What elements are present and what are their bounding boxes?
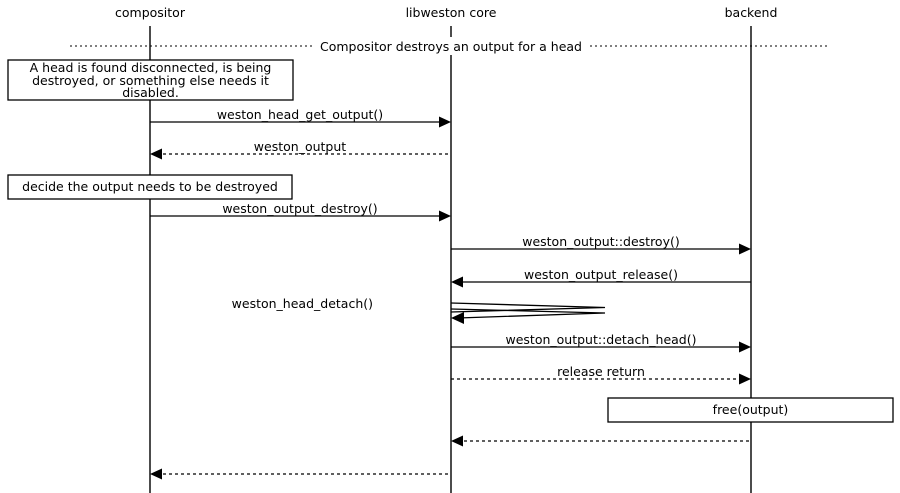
note-head-disconnected-line-3: disabled. xyxy=(122,85,179,100)
note-decide-destroy: decide the output needs to be destroyed xyxy=(7,174,293,200)
message-label-release-return: release return xyxy=(557,364,645,379)
note-free-output-box xyxy=(607,397,894,423)
section-divider: Compositor destroys an output for a head xyxy=(70,37,830,55)
message-label-weston-head-detach: weston_head_detach() xyxy=(232,296,373,311)
arrowhead-left-icon xyxy=(451,435,463,447)
divider-label: Compositor destroys an output for a head xyxy=(320,39,582,54)
note-head-disconnected-line-1: A head is found disconnected, is being xyxy=(30,60,272,75)
arrowhead-right-icon xyxy=(439,210,451,222)
note-head-disconnected-line-2: destroyed, or something else needs it xyxy=(32,73,269,88)
arrowhead-right-icon xyxy=(739,341,751,353)
message-label-weston-output-detach-head: weston_output::detach_head() xyxy=(506,332,697,347)
message-label-weston-head-get-output: weston_head_get_output() xyxy=(217,107,383,122)
message-weston-output-detach-head: weston_output::detach_head() xyxy=(451,332,751,353)
arrowhead-left-icon xyxy=(150,468,162,480)
message-label-weston-output-release: weston_output_release() xyxy=(524,267,678,282)
message-weston-output-return: weston_output xyxy=(150,139,451,160)
message-weston-output-release: weston_output_release() xyxy=(451,267,751,288)
note-free-output: free(output) xyxy=(607,397,894,423)
message-label-weston-output-return: weston_output xyxy=(254,139,346,154)
note-decide-destroy-label: decide the output needs to be destroyed xyxy=(22,179,278,194)
participant-label-backend: backend xyxy=(725,5,778,20)
participant-headers: compositor libweston core backend xyxy=(115,5,777,20)
message-release-return: release return xyxy=(451,364,751,385)
participant-label-libweston-core: libweston core xyxy=(406,5,497,20)
message-label-weston-output-destroy-vfunc: weston_output::destroy() xyxy=(522,234,680,249)
participant-label-compositor: compositor xyxy=(115,5,186,20)
note-decide-destroy-box xyxy=(7,174,293,200)
message-weston-output-destroy-vfunc: weston_output::destroy() xyxy=(451,234,751,255)
arrowhead-left-icon xyxy=(150,148,162,160)
message-weston-head-detach: weston_head_detach() xyxy=(232,296,606,324)
arrowhead-right-icon xyxy=(739,243,751,255)
message-core-return xyxy=(150,468,451,480)
arrowhead-right-icon xyxy=(739,373,751,385)
divider-label-backdrop xyxy=(315,37,587,55)
arrowhead-right-icon xyxy=(439,116,451,128)
message-backend-return xyxy=(451,435,751,447)
message-weston-head-get-output: weston_head_get_output() xyxy=(150,107,451,128)
message-loop-bottom-weston-head-detach xyxy=(450,308,606,319)
note-free-output-label: free(output) xyxy=(713,402,789,417)
note-head-disconnected-box xyxy=(7,59,294,101)
arrowhead-left-icon xyxy=(451,312,464,324)
note-head-disconnected: A head is found disconnected, is being d… xyxy=(7,59,294,101)
message-label-weston-output-destroy: weston_output_destroy() xyxy=(222,201,377,216)
message-weston-output-destroy: weston_output_destroy() xyxy=(150,201,451,222)
arrowhead-left-icon xyxy=(451,276,463,288)
